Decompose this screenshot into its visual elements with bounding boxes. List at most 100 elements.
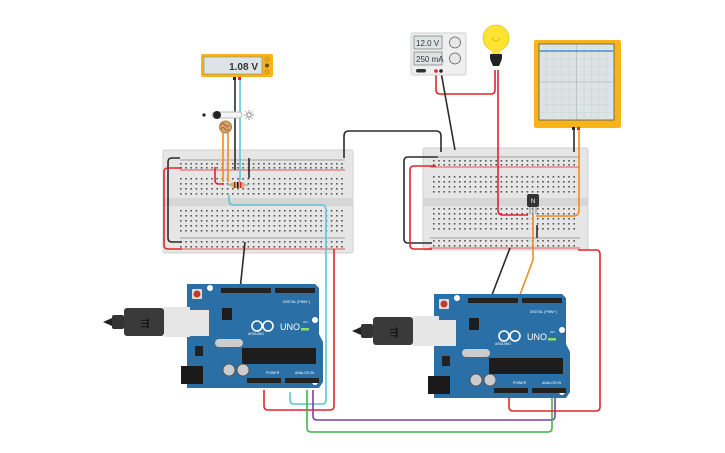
breadboard-hole	[547, 240, 549, 242]
breadboard-hole	[433, 213, 435, 215]
supply-current: 250 mA	[416, 55, 444, 64]
breadboard-hole	[485, 240, 487, 242]
transistor[interactable]: N	[527, 194, 539, 214]
breadboard-hole	[464, 181, 466, 183]
voltage-knob[interactable]	[449, 36, 461, 49]
breadboard-hole	[247, 220, 250, 222]
breadboard-hole	[500, 191, 503, 193]
breadboard-hole	[336, 188, 338, 190]
breadboard-hole	[330, 183, 333, 185]
breadboard-hole	[537, 160, 539, 162]
breadboard-hole	[180, 210, 182, 212]
resistor[interactable]	[228, 182, 248, 188]
breadboard-hole	[547, 164, 549, 166]
breadboard-hole	[547, 218, 549, 220]
breadboard-hole	[310, 230, 312, 232]
breadboard-hole	[438, 218, 440, 220]
breadboard-hole	[453, 228, 456, 230]
breadboard-hole	[263, 225, 265, 227]
light-bulb[interactable]	[482, 24, 510, 66]
breadboard-hole	[206, 241, 208, 243]
breadboard-hole	[310, 167, 312, 169]
breadboard-hole	[521, 223, 523, 225]
breadboard-hole	[443, 208, 445, 210]
breadboard-hole	[200, 167, 203, 169]
breadboard-hole	[341, 246, 343, 248]
supply-voltage: 12.0 V	[416, 39, 440, 48]
arduino-left-power-label: POWER	[266, 371, 280, 375]
breadboard-hole	[542, 218, 544, 220]
breadboard-hole	[180, 193, 182, 195]
breadboard-hole	[252, 183, 255, 185]
breadboard-hole	[190, 193, 192, 195]
breadboard-hole	[341, 225, 343, 227]
breadboard-hole	[315, 188, 317, 190]
usb-cable-left[interactable]: ⇶	[103, 307, 190, 337]
breadboard-hole	[330, 163, 333, 165]
breadboard-right[interactable]	[422, 147, 589, 251]
svg-text:N: N	[531, 199, 535, 205]
breadboard-hole	[443, 176, 445, 178]
breadboard-hole	[294, 167, 296, 169]
breadboard-hole	[304, 210, 307, 212]
breadboard-hole	[242, 193, 244, 195]
breadboard-hole	[505, 218, 508, 220]
breadboard-hole	[568, 186, 570, 188]
breadboard-hole	[289, 210, 291, 212]
usb-cable-right[interactable]: ⇶	[352, 316, 439, 346]
breadboard-hole	[542, 191, 544, 193]
breadboard-hole	[310, 241, 312, 243]
breadboard-hole	[258, 215, 260, 217]
power-supply[interactable]: 12.0 V 250 mA	[410, 32, 467, 76]
breadboard-hole	[459, 245, 461, 247]
breadboard-hole	[315, 178, 317, 180]
wire-black-supply	[440, 71, 456, 151]
breadboard-hole	[195, 193, 198, 195]
breadboard-hole	[526, 160, 529, 162]
breadboard-hole	[237, 241, 239, 243]
breadboard-hole	[299, 188, 302, 190]
current-knob[interactable]	[449, 52, 461, 65]
light-intensity-slider[interactable]	[202, 110, 254, 120]
breadboard-hole	[479, 223, 482, 225]
breadboard-hole	[453, 208, 456, 210]
photoresistor[interactable]	[219, 120, 232, 134]
oscilloscope[interactable]	[534, 40, 621, 130]
breadboard-left[interactable]	[162, 149, 354, 254]
breadboard-hole	[211, 188, 213, 190]
breadboard-hole	[304, 178, 307, 180]
breadboard-hole	[563, 160, 565, 162]
breadboard-hole	[573, 208, 575, 210]
breadboard-hole	[320, 220, 322, 222]
breadboard-hole	[185, 163, 187, 165]
breadboard-hole	[294, 188, 296, 190]
breadboard-hole	[211, 241, 213, 243]
breadboard-hole	[232, 220, 234, 222]
breadboard-hole	[490, 240, 492, 242]
breadboard-hole	[516, 208, 518, 210]
breadboard-hole	[185, 215, 187, 217]
breadboard-hole	[237, 215, 239, 217]
breadboard-hole	[299, 210, 302, 212]
wire-black-bridge	[343, 130, 442, 158]
breadboard-hole	[474, 228, 477, 230]
breadboard-hole	[185, 210, 187, 212]
breadboard-hole	[516, 181, 518, 183]
breadboard-hole	[211, 163, 213, 165]
breadboard-hole	[232, 230, 234, 232]
breadboard-hole	[273, 183, 276, 185]
power-switch[interactable]	[416, 69, 426, 73]
arduino-left-on-label: ON	[303, 320, 308, 324]
breadboard-hole	[500, 164, 503, 166]
breadboard-hole	[500, 245, 503, 247]
breadboard-hole	[341, 193, 343, 195]
breadboard-hole	[453, 181, 456, 183]
breadboard-hole	[464, 176, 466, 178]
breadboard-hole	[278, 193, 281, 195]
breadboard-hole	[552, 228, 555, 230]
wire-black-gnd-left	[239, 241, 246, 291]
breadboard-hole	[190, 220, 192, 222]
multimeter[interactable]: 1.08 V	[201, 54, 273, 80]
breadboard-hole	[438, 176, 440, 178]
usb-icon: ⇶	[140, 317, 149, 330]
